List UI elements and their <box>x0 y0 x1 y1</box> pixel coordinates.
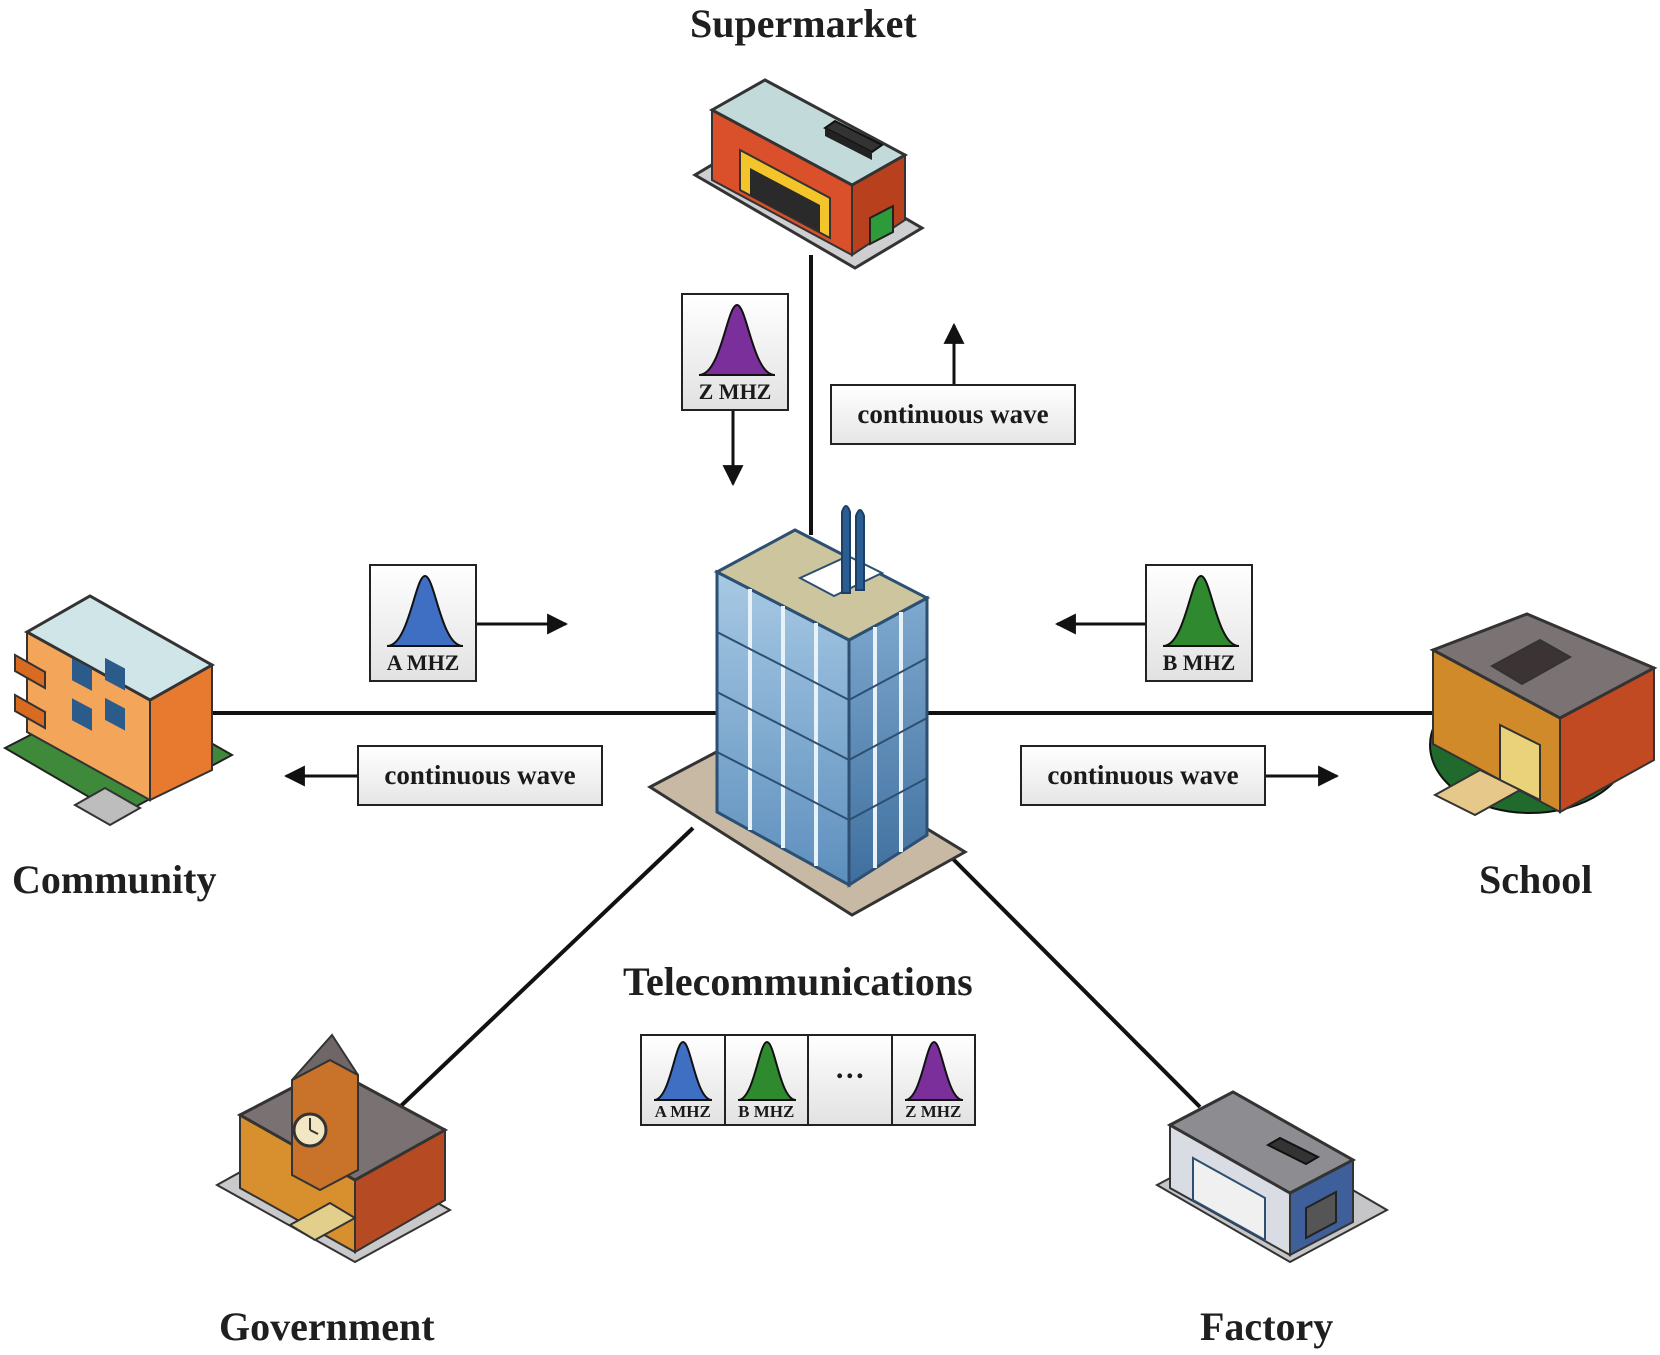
factory-label: Factory <box>1200 1304 1334 1349</box>
signal-arrows <box>283 322 1340 787</box>
community-label: Community <box>12 857 217 902</box>
freq-label-z: Z MHZ <box>698 379 772 404</box>
connection-lines <box>210 255 1432 1125</box>
spectrum-strip: A MHZ B MHZ … Z MHZ <box>640 1034 976 1126</box>
government-building-icon <box>214 1033 453 1264</box>
b-mhz-peak-icon <box>1162 574 1240 647</box>
freq-box-z: Z MHZ <box>681 293 789 411</box>
spectrum-ellipsis: … <box>834 1052 865 1085</box>
spectrum-label-b: B MHZ <box>738 1102 795 1121</box>
continuous-wave-left: continuous wave <box>357 745 603 806</box>
school-building-icon <box>1429 612 1658 817</box>
z-mhz-peak-icon <box>698 303 776 376</box>
factory-building-icon <box>1154 1090 1390 1264</box>
supermarket-building-icon <box>692 78 925 270</box>
freq-box-b: B MHZ <box>1145 564 1253 682</box>
spectrum-cell-ellipsis: … <box>809 1036 893 1124</box>
spectrum-cell-a: A MHZ <box>642 1036 726 1124</box>
continuous-wave-right: continuous wave <box>1020 745 1266 806</box>
government-label: Government <box>219 1304 435 1349</box>
freq-box-a: A MHZ <box>369 564 477 682</box>
spectrum-cell-z: Z MHZ <box>892 1036 974 1124</box>
telecom-tower-icon <box>647 505 968 917</box>
link-factory <box>950 856 1202 1109</box>
telecom-label: Telecommunications <box>623 959 973 1004</box>
a-mhz-peak-icon <box>653 1040 713 1101</box>
freq-label-a: A MHZ <box>386 650 460 675</box>
supermarket-label: Supermarket <box>690 1 917 46</box>
community-building-icon <box>2 594 235 827</box>
spectrum-label-a: A MHZ <box>654 1102 711 1121</box>
z-mhz-peak-icon <box>904 1040 963 1101</box>
spectrum-label-z: Z MHZ <box>905 1102 962 1121</box>
spectrum-cell-b: B MHZ <box>725 1036 809 1124</box>
a-mhz-peak-icon <box>386 574 464 647</box>
continuous-wave-top: continuous wave <box>830 384 1076 445</box>
freq-label-b: B MHZ <box>1162 650 1236 675</box>
link-government <box>381 826 695 1125</box>
school-label: School <box>1479 857 1593 902</box>
b-mhz-peak-icon <box>737 1040 796 1101</box>
